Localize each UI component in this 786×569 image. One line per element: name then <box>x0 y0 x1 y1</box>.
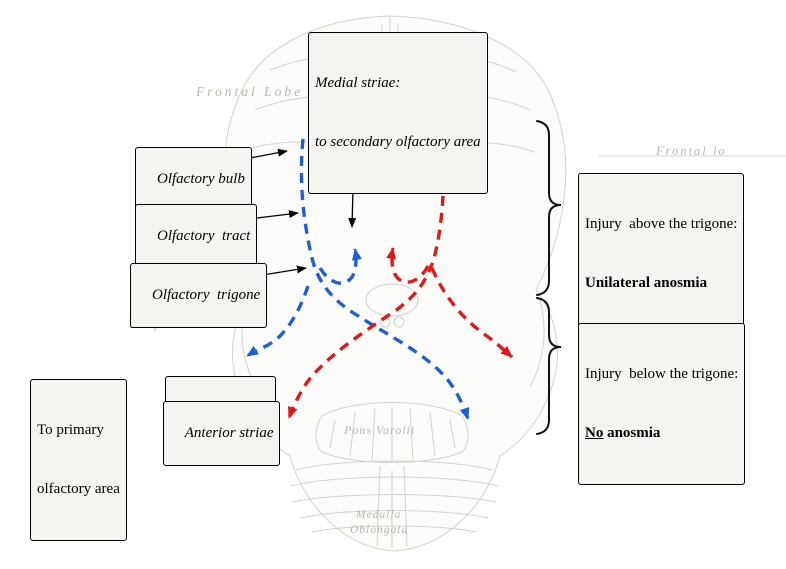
pons-hatch-7 <box>449 419 456 449</box>
injury-below-line2: No anosmia <box>585 424 738 444</box>
to-primary-line1: To primary <box>37 422 104 438</box>
bg-label-pons: Pons Varolii <box>343 423 415 437</box>
callout-olfactory-tract: Olfactory tract <box>135 204 258 269</box>
red-medial-hook <box>386 247 430 284</box>
blue-main-tract <box>299 138 470 420</box>
chiasm <box>365 283 419 317</box>
injury-above-line1: Injury above the trigone: <box>585 216 738 232</box>
callout-anterior-striae: Anterior striae <box>163 401 281 466</box>
injury-below-anosmia: anosmia <box>603 424 661 441</box>
red-main-tract <box>287 127 449 419</box>
bg-label-medulla-2: Oblongata <box>350 524 408 536</box>
bg-label-medulla-1: Medulla <box>355 509 401 521</box>
blue-pathway <box>246 138 470 420</box>
braces <box>536 120 562 435</box>
injury-below-line1: Injury below the trigone: <box>585 366 739 382</box>
bg-label-frontal-lobe: Frontal Lobe <box>195 84 303 99</box>
cerebellum-arc-3 <box>291 494 497 503</box>
temporal-right <box>529 299 545 387</box>
callout-olfactory-trigone: Olfactory trigone <box>130 263 268 328</box>
callout-medial-striae: Medial striae: to secondary olfactory ar… <box>308 32 488 194</box>
pointer-olfactory-tract <box>256 210 299 219</box>
callout-injury-above-trigone: Injury above the trigone: Unilateral ano… <box>578 173 745 335</box>
injury-below-no: No <box>585 424 604 441</box>
brace-below-trigone <box>536 297 562 435</box>
pons-hatch-6 <box>429 411 436 457</box>
medial-striae-line1: Medial striae: <box>315 75 401 91</box>
olfactory-bulb-label: Olfactory bulb <box>157 170 245 187</box>
red-lateral-branch <box>430 267 514 359</box>
medulla-left-edge <box>376 465 381 547</box>
injury-above-line2: Unilateral anosmia <box>585 274 708 291</box>
blue-medial-hook <box>318 248 362 285</box>
bg-label-frontal-lo: Frontal lo <box>655 144 727 158</box>
pons-hatch-3 <box>371 407 376 461</box>
anterior-striae-label: Anterior striae <box>184 424 274 441</box>
callout-to-primary-olfactory-area: To primary olfactory area <box>30 379 127 541</box>
callout-olfactory-bulb: Olfactory bulb <box>135 147 252 212</box>
cerebellum-arc-2 <box>289 476 499 487</box>
olfactory-trigone-label: Olfactory trigone <box>152 286 261 303</box>
pons-hatch-2 <box>349 411 356 457</box>
red-pathway <box>287 127 514 419</box>
medial-striae-line2: to secondary olfactory area <box>315 133 481 150</box>
blue-lateral-branch <box>246 285 310 358</box>
medulla-right-edge <box>403 465 408 547</box>
cerebellum-arc-5 <box>311 525 477 533</box>
cerebellum-arc-1 <box>295 460 493 471</box>
olfactory-tract-label: Olfactory tract <box>157 227 251 244</box>
brace-above-trigone <box>536 120 562 296</box>
pathways <box>246 127 514 420</box>
pons-hatch-1 <box>329 419 336 449</box>
to-primary-line2: olfactory area <box>37 480 120 497</box>
cerebellum-arc-4 <box>299 510 489 519</box>
pons-outline <box>315 402 469 463</box>
callout-injury-below-trigone: Injury below the trigone: No anosmia <box>578 323 746 485</box>
pons-hatch-5 <box>409 407 414 461</box>
mammillary-right <box>393 316 405 328</box>
